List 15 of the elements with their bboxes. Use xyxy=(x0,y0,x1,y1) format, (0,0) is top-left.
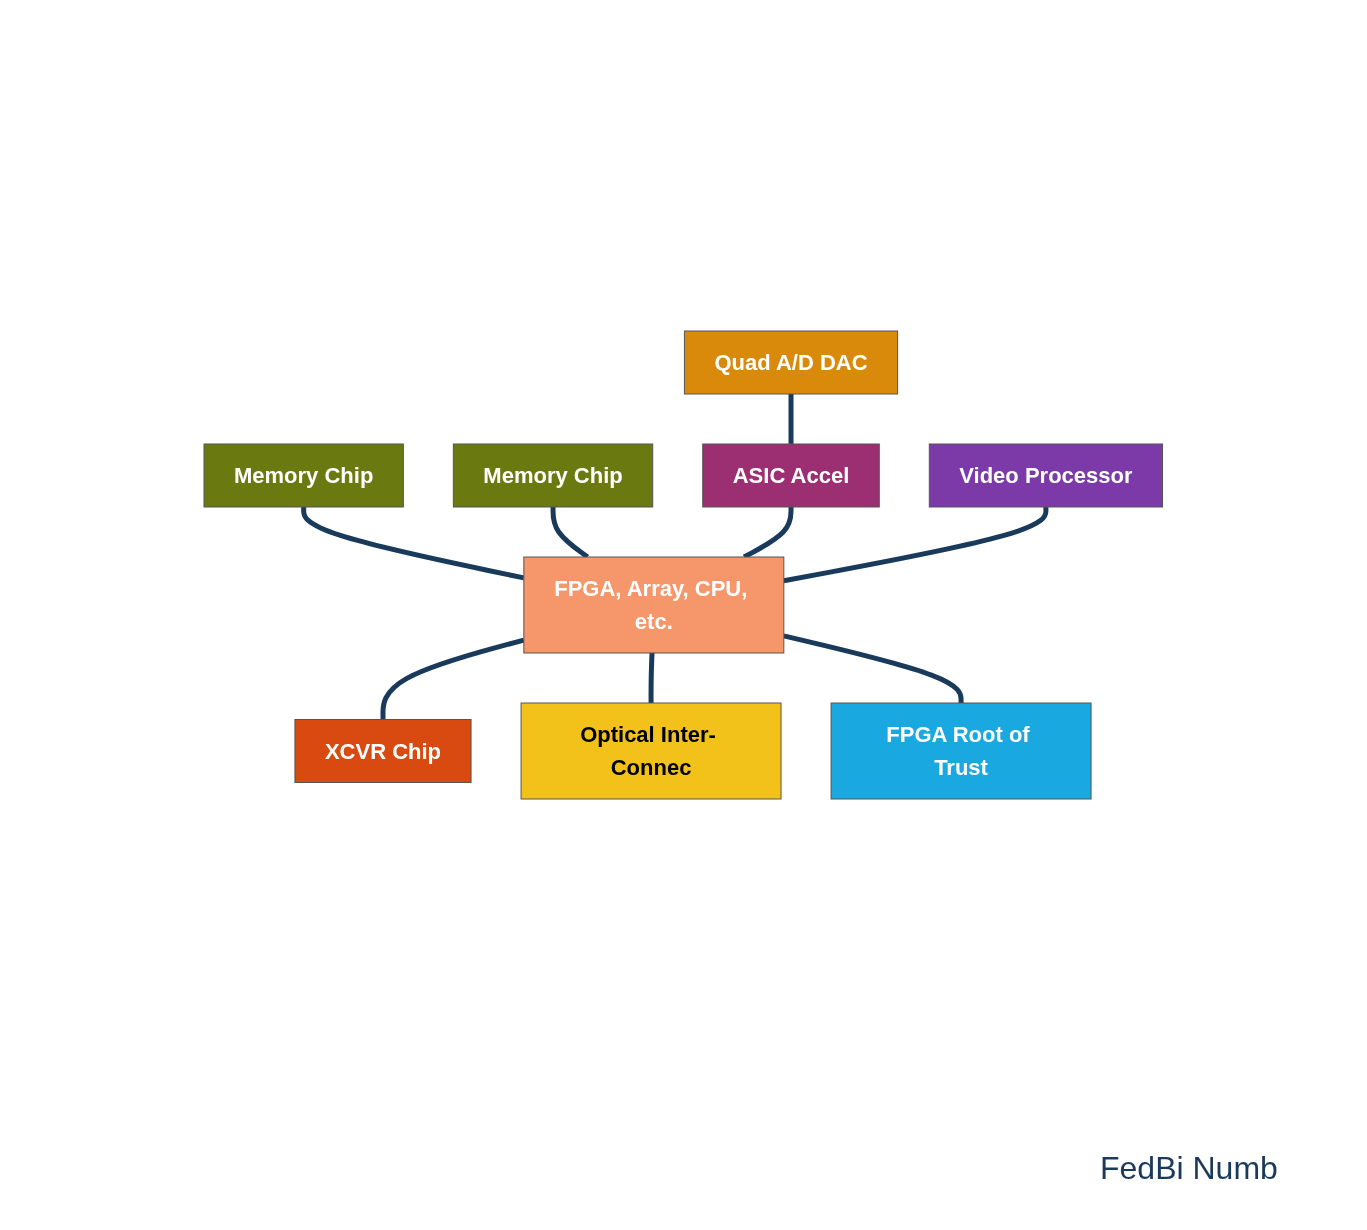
node-box: XCVR Chip xyxy=(294,719,472,783)
connector xyxy=(783,507,1049,584)
node-box: FPGA, Array, CPU, etc. xyxy=(523,556,785,654)
node-box: FPGA Root of Trust xyxy=(830,702,1092,800)
note-text: FedBi Numb xyxy=(1100,1150,1278,1187)
connector xyxy=(783,633,964,703)
connector xyxy=(380,637,525,720)
node-box: Video Processor xyxy=(929,443,1164,508)
node-box: Memory Chip xyxy=(203,443,405,508)
node-box: Memory Chip xyxy=(453,443,654,508)
connector xyxy=(648,652,655,703)
node-box: Optical Inter- Connec xyxy=(520,702,782,800)
node-box: Quad A/D DAC xyxy=(684,330,899,395)
node-box: ASIC Accel xyxy=(702,443,881,508)
connector xyxy=(788,394,794,444)
